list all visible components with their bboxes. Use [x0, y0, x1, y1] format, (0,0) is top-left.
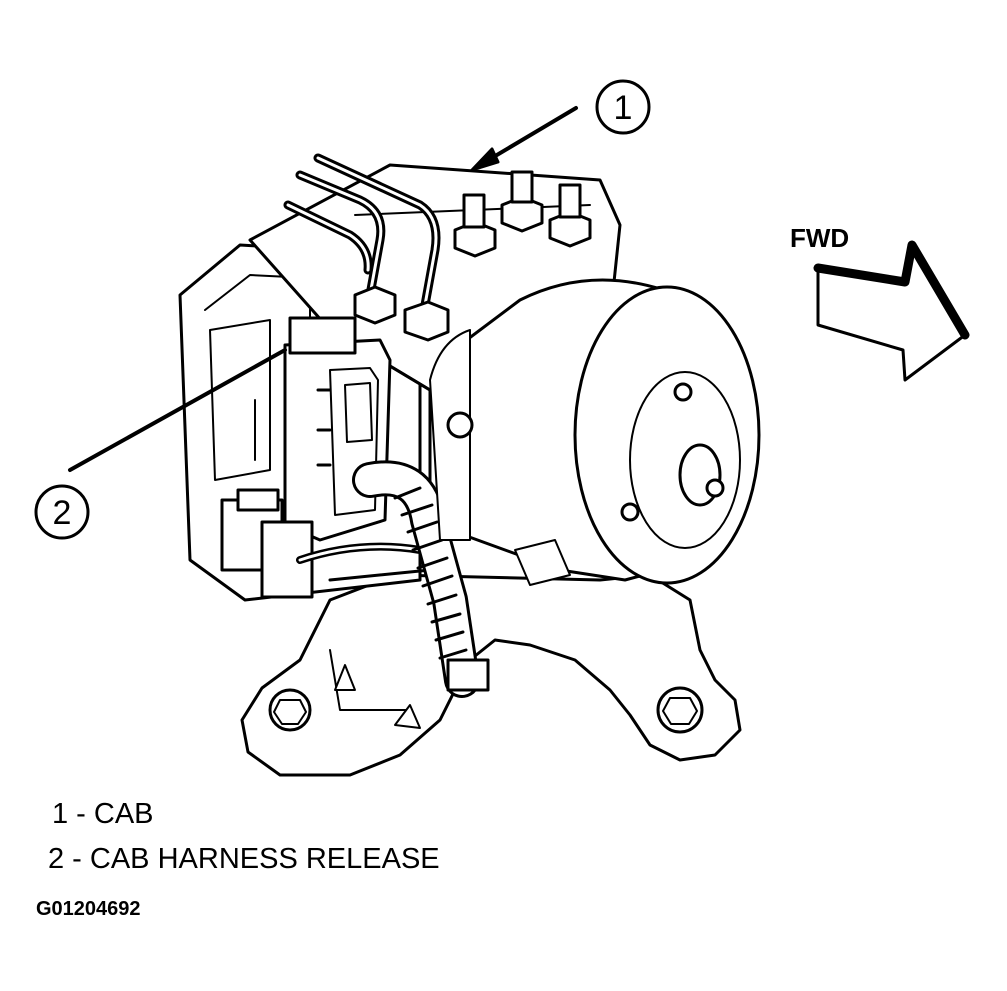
- leader-arrowhead-1: [470, 147, 500, 172]
- legend-item-1: 1 - CAB: [52, 798, 154, 830]
- bracket-bolt-right: [656, 686, 704, 734]
- bracket-bolt-left: [268, 688, 312, 732]
- callout-number-1: 1: [614, 89, 633, 127]
- harness-connector: [283, 316, 392, 542]
- mounting-bracket: [240, 573, 742, 777]
- brake-lines: [283, 153, 441, 310]
- fwd-label: FWD: [790, 223, 849, 253]
- callout-circle-1: [595, 79, 651, 135]
- leader-line-2: [68, 348, 287, 472]
- side-connector: [220, 488, 424, 599]
- wiring-harness: [352, 460, 490, 698]
- callout-number-2: 2: [53, 494, 72, 532]
- figure-id: G01204692: [36, 898, 141, 920]
- tube-fitting-nuts: [353, 170, 592, 342]
- legend-item-2: 2 - CAB HARNESS RELEASE: [48, 843, 440, 875]
- callout-circle-2: [34, 484, 90, 540]
- pump-motor: [429, 278, 761, 586]
- fwd-arrow-icon: [813, 240, 970, 382]
